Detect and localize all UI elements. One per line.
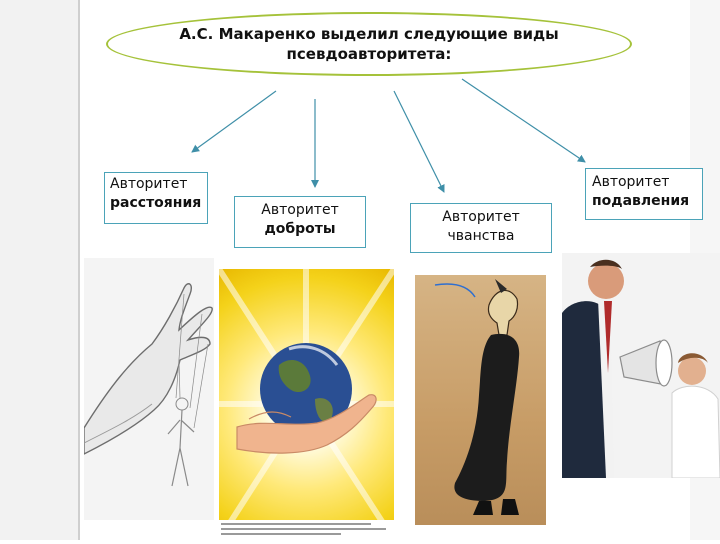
box-authority-arrogance: Авторитет чванства <box>410 203 552 253</box>
image-credits-strip <box>219 520 394 540</box>
title-line-1: А.С. Макаренко выделил следующие виды <box>179 25 559 43</box>
slide-left-divider <box>78 0 80 540</box>
title-line-2: псевдоавторитета: <box>286 45 452 63</box>
diagram-title: А.С. Макаренко выделил следующие виды пс… <box>179 24 558 64</box>
arrow-to-arrogance <box>393 90 445 193</box>
arrogant-figure-image <box>415 275 546 525</box>
arrow-to-suppression <box>461 78 586 163</box>
box-kind: расстояния <box>110 195 202 211</box>
box-kind: доброты <box>264 221 336 237</box>
slide-left-margin <box>0 0 78 540</box>
box-authority-kindness: Авторитет доброты <box>234 196 366 248</box>
box-word: Авторитет <box>442 209 520 225</box>
title-ellipse: А.С. Макаренко выделил следующие виды пс… <box>106 12 632 76</box>
box-kind: чванства <box>447 228 515 244</box>
puppeteer-hand-image <box>84 258 214 520</box>
box-word: Авторитет <box>110 176 188 192</box>
box-word: Авторитет <box>592 174 670 190</box>
earth-in-hand-image <box>219 269 394 540</box>
box-authority-suppression: Авторитет подавления <box>585 168 703 220</box>
box-kind: подавления <box>592 193 690 209</box>
arrow-to-distance <box>191 90 277 153</box>
shouting-boss-image <box>562 253 720 478</box>
box-word: Авторитет <box>261 202 339 218</box>
box-authority-distance: Авторитет расстояния <box>104 172 208 224</box>
